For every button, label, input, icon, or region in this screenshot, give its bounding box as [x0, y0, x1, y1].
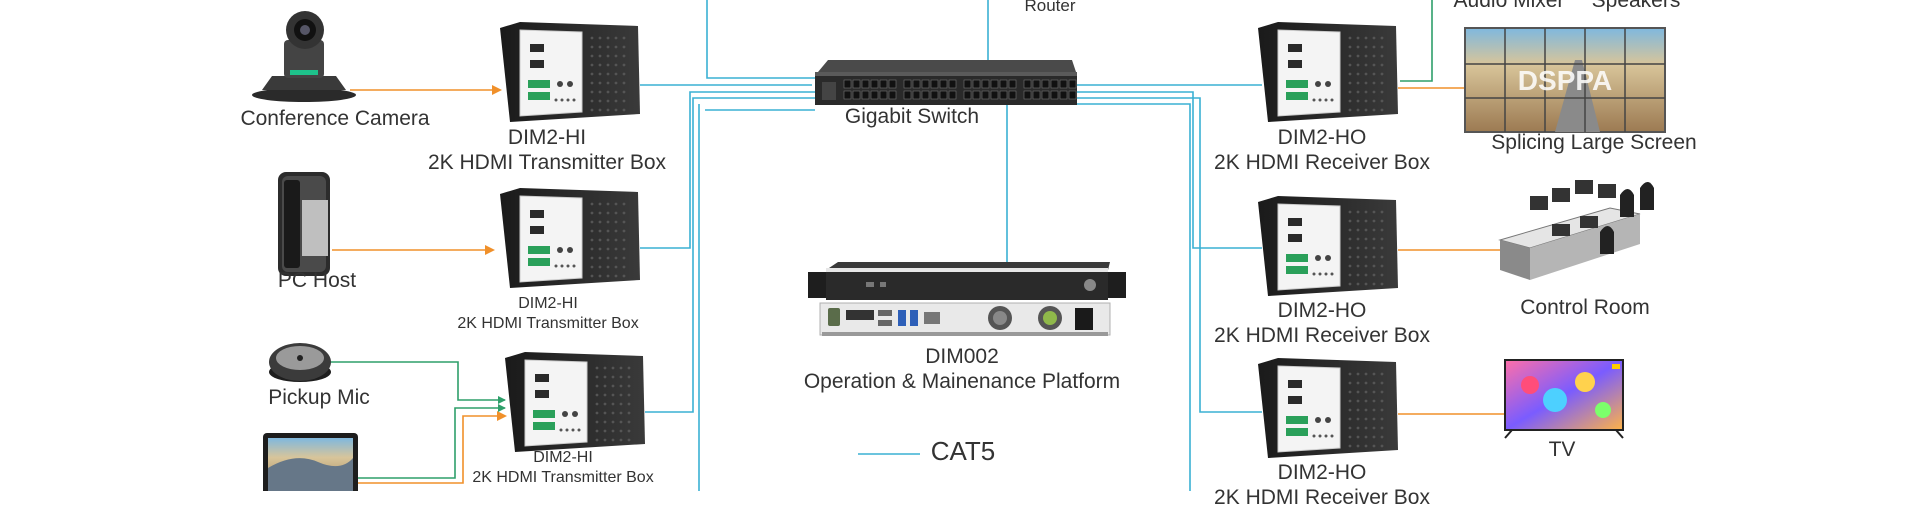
speakers-label: Speakers [1591, 0, 1681, 12]
tx3-model-label: DIM2-HI [533, 449, 593, 466]
device-boxes [500, 22, 1398, 458]
pickup-mic-label: Pickup Mic [268, 386, 370, 409]
receiver-box-3 [1258, 358, 1398, 458]
platform-model-label: DIM002 [925, 345, 999, 368]
transmitter-box-1 [500, 22, 640, 122]
control-room-label: Control Room [1520, 296, 1650, 319]
cable-tx3 [645, 97, 815, 413]
cable-rx3 [1075, 97, 1262, 413]
rx3-model-label: DIM2-HO [1277, 461, 1367, 484]
tx2-model-label: DIM2-HI [518, 295, 578, 312]
transmitter-box-3 [505, 352, 645, 452]
gigabit-switch-icon [815, 60, 1077, 105]
transmitter-box-2 [500, 188, 640, 288]
platform-name-label: Operation & Mainenance Platform [803, 370, 1121, 393]
legend-cat5-label: CAT5 [930, 436, 996, 466]
hdmi-laptop-tx3 [358, 411, 507, 484]
rx2-model-label: DIM2-HO [1277, 299, 1367, 322]
pickup-mic-icon [269, 343, 331, 382]
tx2-name-label: 2K HDMI Transmitter Box [457, 315, 639, 332]
svg-text:DSPPA: DSPPA [1518, 65, 1612, 96]
audio-rx1-mixer [1400, 0, 1433, 82]
pc-host-icon [278, 172, 330, 276]
audio-mic-tx3 [305, 361, 506, 404]
splicing-screen-icon: DSPPA [1464, 27, 1666, 133]
audio-mixer-label: Audio Mixer [1453, 0, 1565, 12]
gigabit-switch-label: Gigabit Switch [844, 105, 980, 128]
tx3-name-label: 2K HDMI Transmitter Box [472, 469, 654, 486]
audio-cables [305, 0, 1433, 479]
audio-laptop-tx3 [358, 404, 506, 479]
cable-switch-top-left [706, 0, 815, 79]
tx1-model-label: DIM2-HI [507, 126, 587, 149]
cable-right-down [1075, 103, 1191, 491]
hdmi-cables [332, 85, 1505, 484]
av-network-diagram: DSPPA [252, 0, 1666, 491]
cat5-cables [640, 0, 1262, 491]
rx1-name-label: 2K HDMI Receiver Box [1214, 151, 1430, 174]
tv-label: TV [1548, 438, 1576, 461]
router-label: Router [1024, 0, 1076, 15]
receiver-box-2 [1258, 196, 1398, 296]
tx1-name-label: 2K HDMI Transmitter Box [427, 151, 667, 174]
conference-camera-icon [252, 11, 356, 102]
receiver-box-1 [1258, 22, 1398, 122]
rx3-name-label: 2K HDMI Receiver Box [1214, 486, 1430, 509]
cable-rx2 [1075, 91, 1262, 249]
control-room-icon [1498, 180, 1654, 280]
rx2-name-label: 2K HDMI Receiver Box [1214, 324, 1430, 347]
splicing-screen-label: Splicing Large Screen [1491, 131, 1697, 154]
pc-host-label: PC Host [277, 269, 357, 292]
dim002-platform-icon [808, 262, 1126, 336]
rx1-model-label: DIM2-HO [1277, 126, 1367, 149]
conference-camera-label: Conference Camera [240, 107, 430, 130]
laptop-icon [263, 433, 358, 491]
cable-tx2 [640, 91, 815, 249]
tv-icon [1504, 359, 1624, 439]
